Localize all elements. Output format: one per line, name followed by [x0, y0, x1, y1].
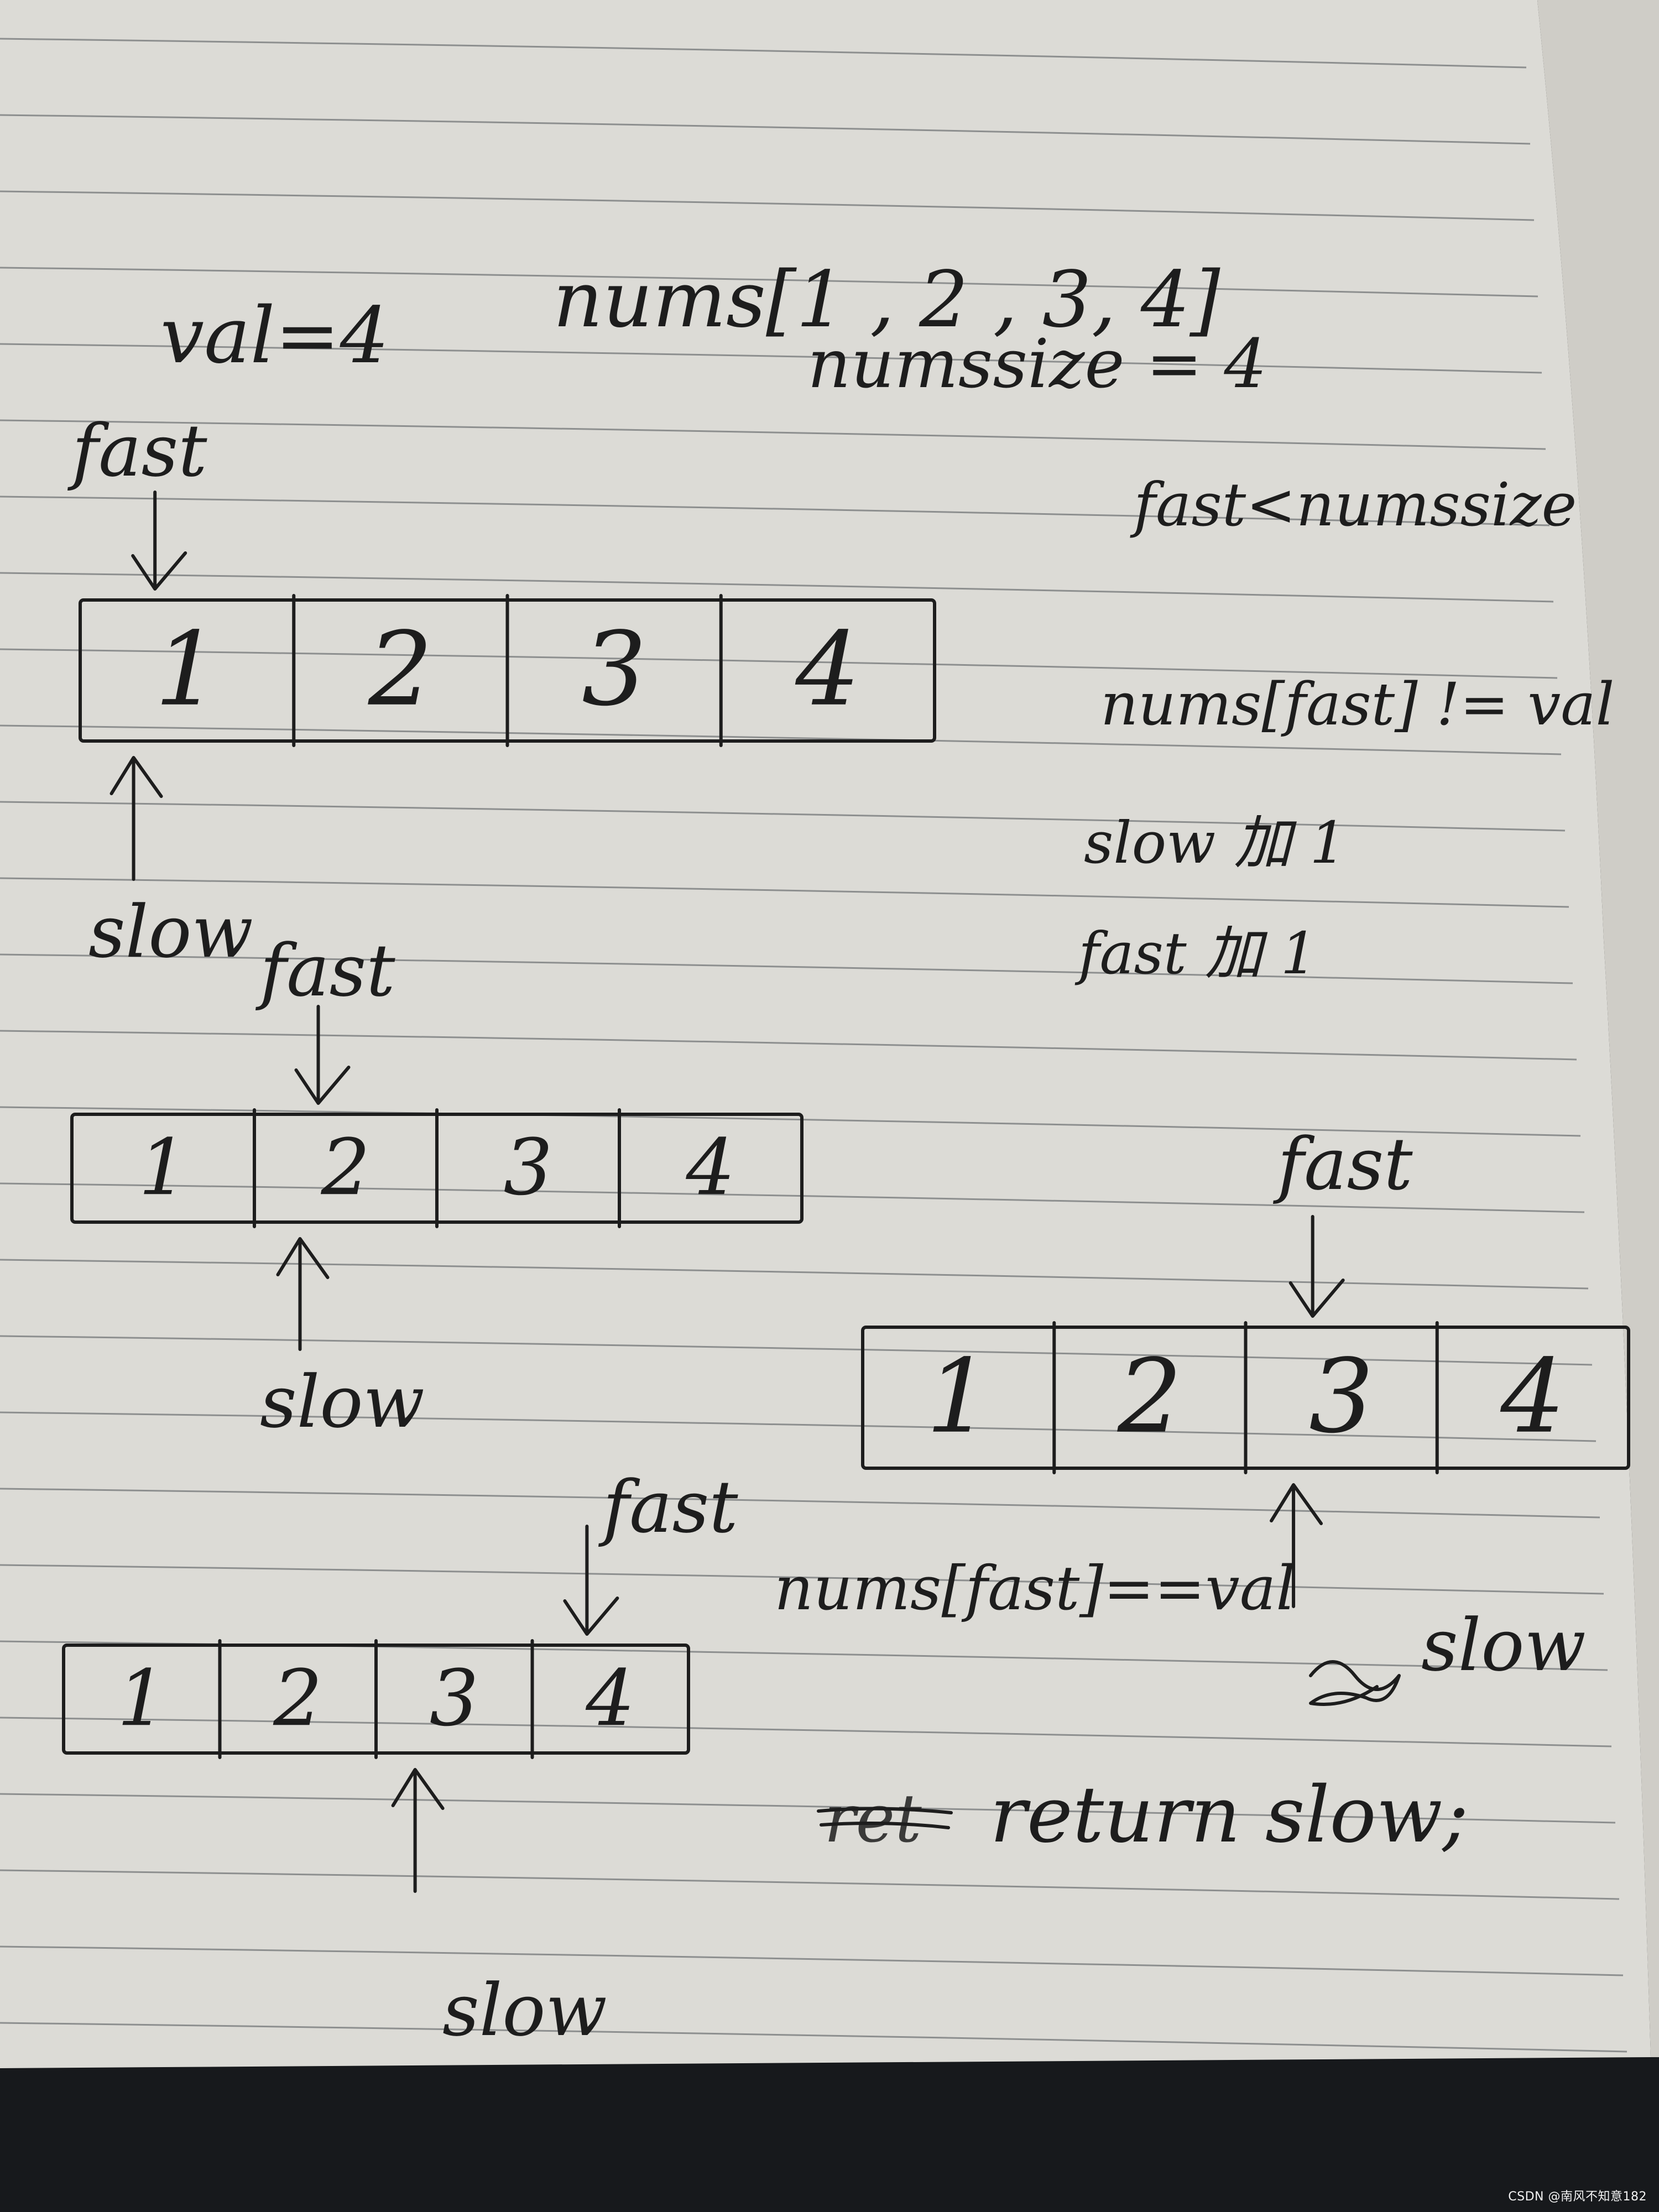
array-cell-value: 1: [117, 1653, 166, 1744]
ruled-line: [0, 648, 1558, 679]
ruled-line: [0, 38, 1527, 69]
slow-pointer-arrow: [1270, 1483, 1323, 1608]
ruled-line: [0, 1030, 1577, 1061]
array-cell-value: 1: [155, 611, 220, 729]
ruled-line: [0, 877, 1569, 908]
slow-pointer-arrow: [276, 1237, 330, 1351]
scribble-mark: [1309, 1660, 1401, 1706]
fast-pointer-arrow: [563, 1525, 619, 1636]
array-diagram-3: 1 2 3 4 fast slow: [861, 1122, 1630, 1687]
dark-background: [0, 2068, 1659, 2212]
ruled-line: [0, 1945, 1624, 1976]
ruled-line: [0, 724, 1562, 755]
nums-size-statement: numssize = 4: [807, 325, 1267, 403]
array-cell-value: 3: [1309, 1338, 1374, 1456]
val-statement: val=4: [160, 291, 389, 381]
notebook-page-edge: [1537, 0, 1659, 2057]
ruled-line: [0, 1717, 1612, 1747]
ruled-line: [0, 1869, 1620, 1900]
ruled-line: [0, 343, 1542, 374]
slow-label: slow: [260, 1360, 425, 1444]
array-diagram-2: 1 2 3 4 fast slow: [70, 928, 804, 1444]
array-cell-value: 4: [585, 1653, 635, 1744]
equal-condition: nums[fast]==val: [774, 1553, 1295, 1624]
fast-pointer-arrow: [131, 491, 187, 591]
slow-pointer-arrow: [109, 756, 163, 881]
slow-label: slow: [88, 890, 253, 974]
ruled-line: [0, 1488, 1600, 1519]
array-diagram-1: 1 2 3 4 fast slow: [67, 409, 936, 974]
array-cell-value: 3: [430, 1653, 479, 1744]
ruled-line: [0, 953, 1573, 984]
slow-increment-note: slow 加 1: [1084, 809, 1347, 877]
ruled-line: [0, 419, 1546, 450]
fast-pointer-arrow: [294, 1005, 351, 1105]
array-cell-value: 3: [503, 1123, 552, 1213]
slow-pointer-arrow: [391, 1768, 445, 1893]
ruled-line: [0, 801, 1566, 832]
not-equal-condition: nums[fast] != val: [1100, 670, 1614, 738]
ruled-line: [0, 190, 1535, 221]
ruled-line: [0, 267, 1538, 298]
strike-through-line: [817, 1807, 953, 1814]
ruled-line: [0, 572, 1554, 603]
array-cell-value: 2: [273, 1653, 322, 1744]
notebook-page: [0, 0, 1651, 2068]
ruled-line: [0, 495, 1550, 526]
array-cell-value: 4: [795, 611, 860, 729]
fast-label: fast: [67, 409, 207, 493]
ruled-line: [0, 1259, 1589, 1290]
array-cell-value: 2: [1117, 1338, 1182, 1456]
slow-label: slow: [1421, 1603, 1586, 1687]
ruled-line: [0, 1411, 1597, 1442]
fast-pointer-arrow: [1288, 1215, 1345, 1318]
ruled-line: [0, 1182, 1585, 1213]
fast-label: fast: [255, 928, 395, 1013]
strike-through-line-2: [820, 1821, 950, 1829]
array-cell-value: 4: [685, 1123, 735, 1213]
array-diagram-4: 1 2 3 4 fast slow: [62, 1465, 738, 2052]
ruled-lines: [0, 38, 1627, 2053]
ruled-line: [0, 1564, 1604, 1595]
fast-label: fast: [598, 1465, 738, 1549]
fast-label: fast: [1273, 1122, 1413, 1206]
ruled-line: [0, 1106, 1581, 1137]
array-cell-value: 1: [138, 1123, 187, 1213]
array-cell-value: 4: [1500, 1338, 1565, 1456]
array-cell-value: 2: [320, 1123, 370, 1213]
fast-increment-note: fast 加 1: [1074, 920, 1317, 987]
array-cell-value: 3: [582, 611, 646, 729]
return-statement: return slow;: [990, 1770, 1469, 1860]
watermark: CSDN @南风不知意182: [1508, 2190, 1647, 2204]
loop-condition: fast<numssize: [1130, 471, 1577, 540]
ruled-line: [0, 1793, 1616, 1824]
slow-label: slow: [442, 1968, 607, 2052]
struck-word: ret: [824, 1781, 922, 1858]
ruled-line: [0, 114, 1531, 145]
ruled-line: [0, 1335, 1593, 1366]
nums-array-statement: nums[1 , 2 , 3, 4]: [553, 255, 1220, 345]
array-cell-value: 2: [368, 611, 433, 729]
array-cell-value: 1: [926, 1338, 991, 1456]
ruled-line: [0, 2022, 1627, 2053]
